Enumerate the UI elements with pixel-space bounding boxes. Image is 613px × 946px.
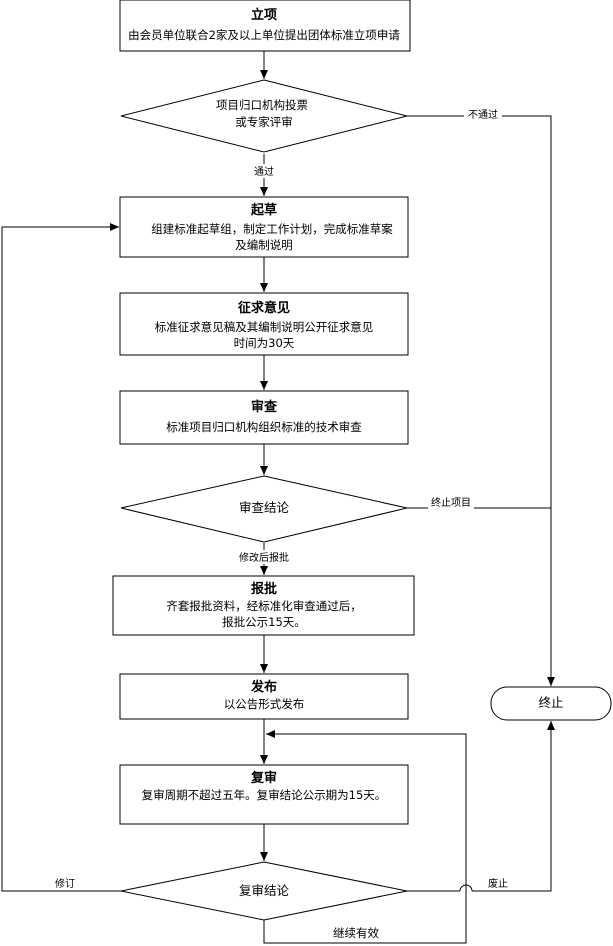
step-qicao: 起草 组建标准起草组，制定工作计划，完成标准草案 及编制说明 [119, 196, 409, 258]
step-fabu-title: 发布 [250, 679, 277, 695]
step-qicao-line2: 及编制说明 [235, 238, 293, 252]
step-fushen-desc: 复审周期不超过五年。复审结论公示期为15天。 [142, 788, 387, 802]
step-qicao-title: 起草 [250, 202, 277, 218]
decision-review-line2: 或专家评审 [235, 115, 293, 129]
decision-conclusion-label: 审查结论 [239, 500, 290, 515]
decision-conclusion: 审查结论 [120, 475, 408, 543]
step-lixiang: 立项 由会员单位联合2家及以上单位提出团体标准立项申请 [119, 0, 411, 52]
step-shencha: 审查 标准项目归口机构组织标准的技术审查 [119, 390, 409, 445]
step-zhengqiu-title: 征求意见 [238, 300, 290, 316]
edge-label-revise: 修订 [55, 877, 75, 890]
terminal-stop-label: 终止 [538, 695, 563, 710]
edge-label-terminate-project: 终止项目 [431, 496, 471, 509]
edge-label-pass: 通过 [254, 165, 274, 178]
terminal-stop: 终止 [490, 686, 612, 721]
edge-label-continue-valid: 继续有效 [333, 926, 379, 940]
step-zhengqiu: 征求意见 标准征求意见稿及其编制说明公开征求意见 时间为30天 [119, 292, 409, 356]
arrow-fail-to-terminate [407, 115, 555, 686]
step-baopi-line1: 齐套报批资料，经标准化审查通过后， [166, 599, 362, 613]
decision-fushen-conclusion-label: 复审结论 [239, 883, 290, 898]
arrow-revise-to-qicao [1, 223, 121, 892]
step-baopi: 报批 齐套报批资料，经标准化审查通过后， 报批公示15天。 [112, 575, 415, 636]
step-lixiang-desc: 由会员单位联合2家及以上单位提出团体标准立项申请 [128, 28, 400, 42]
decision-fushen-conclusion: 复审结论 [120, 861, 408, 921]
edge-label-revise-approve: 修改后报批 [239, 551, 289, 564]
decision-review-line1: 项目归口机构投票 [216, 98, 308, 112]
step-zhengqiu-line1: 标准征求意见稿及其编制说明公开征求意见 [155, 320, 374, 334]
step-lixiang-title: 立项 [251, 7, 277, 23]
arrow-continue-to-fushen [263, 730, 467, 944]
edge-label-abolish: 废止 [488, 877, 508, 890]
step-shencha-desc: 标准项目归口机构组织标准的技术审查 [166, 420, 362, 434]
step-fabu: 发布 以公告形式发布 [119, 673, 409, 720]
step-fabu-desc: 以公告形式发布 [224, 697, 305, 711]
edge-label-fail: 不通过 [468, 108, 498, 121]
decision-review: 项目归口机构投票 或专家评审 [120, 79, 408, 153]
step-baopi-title: 报批 [251, 581, 277, 597]
step-fushen-title: 复审 [250, 770, 277, 786]
step-fushen: 复审 复审周期不超过五年。复审结论公示期为15天。 [119, 764, 409, 825]
arrow-abolish-to-terminate [472, 721, 555, 892]
step-qicao-line1: 组建标准起草组，制定工作计划，完成标准草案 [151, 222, 393, 236]
step-baopi-line2: 报批公示15天。 [222, 615, 306, 629]
step-shencha-title: 审查 [251, 399, 278, 415]
edge-labels: 通过 不通过 终止项目 修改后报批 修订 废止 继续有效 [55, 108, 508, 940]
step-zhengqiu-line2: 时间为30天 [234, 336, 295, 350]
